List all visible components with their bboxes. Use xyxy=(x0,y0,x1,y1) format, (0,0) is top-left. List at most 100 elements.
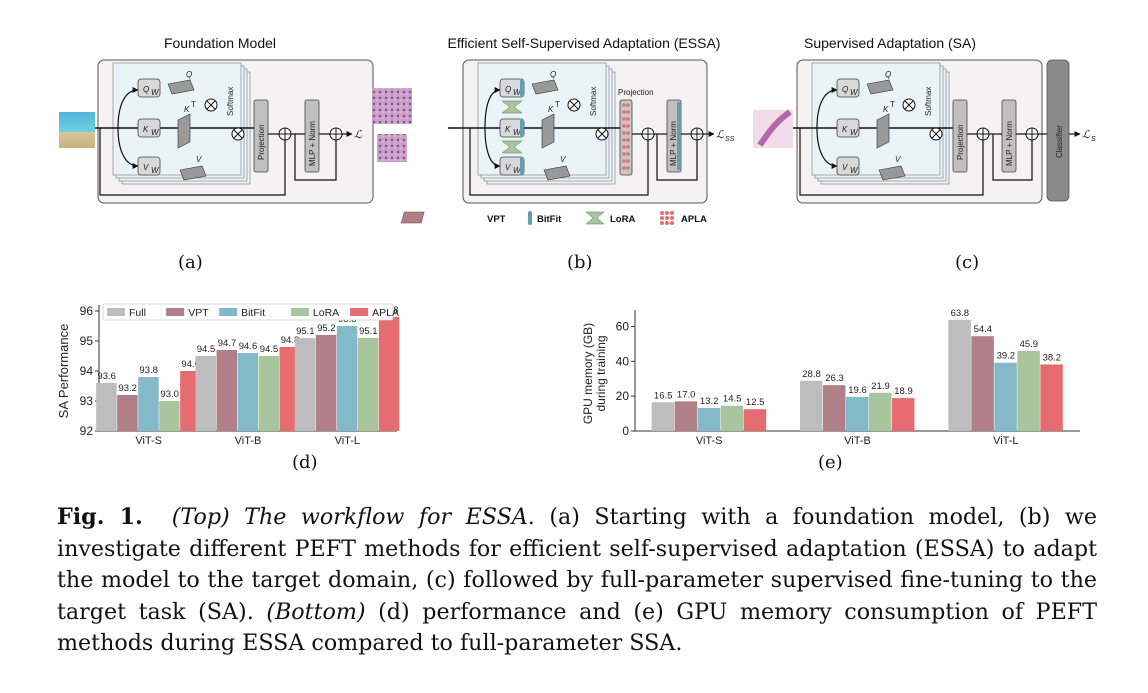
y-tick-label: 95 xyxy=(80,334,94,348)
x-tick-label: ViT-S xyxy=(135,435,162,446)
caption-top-label: (Top) The workflow for ESSA. xyxy=(171,504,535,530)
svg-text:W: W xyxy=(513,128,522,137)
bar-value-label: 95.1 xyxy=(359,326,378,337)
svg-text:Q: Q xyxy=(550,70,556,79)
bar xyxy=(869,392,892,431)
legend-label: VPT xyxy=(188,307,209,319)
bar xyxy=(336,326,358,431)
bar xyxy=(800,380,823,431)
svg-text:K: K xyxy=(548,105,554,114)
svg-text:T: T xyxy=(191,100,196,109)
bar-value-label: 54.4 xyxy=(974,324,993,335)
svg-text:W: W xyxy=(850,166,859,175)
bar xyxy=(159,401,180,431)
y-axis-label: during training xyxy=(594,335,608,411)
k-block xyxy=(137,118,161,138)
bar xyxy=(1040,364,1063,431)
bar-value-label: 93.8 xyxy=(139,365,158,376)
svg-text:Softmax: Softmax xyxy=(589,87,598,116)
bar-value-label: 14.5 xyxy=(723,394,742,405)
bar-value-label: 21.9 xyxy=(871,381,890,392)
bar xyxy=(994,362,1017,431)
vpt-icon xyxy=(400,211,425,224)
svg-text:Q: Q xyxy=(842,85,848,94)
label-c: (c) xyxy=(955,252,980,273)
svg-text:Projection: Projection xyxy=(956,124,965,160)
legend-bitfit: BitFit xyxy=(537,214,562,225)
svg-text:K: K xyxy=(184,105,190,114)
panel-a-title: Foundation Model xyxy=(163,35,277,51)
bar xyxy=(1017,351,1040,431)
svg-text:V: V xyxy=(143,163,149,172)
svg-text:W: W xyxy=(513,166,522,175)
projection-block xyxy=(952,99,968,173)
loss-b: ℒ xyxy=(716,129,725,141)
bar-value-label: 93.0 xyxy=(160,389,179,400)
svg-text:Projection: Projection xyxy=(257,124,266,160)
svg-text:V: V xyxy=(560,155,566,164)
bar-value-label: 26.3 xyxy=(825,373,844,384)
panel-c-title: Supervised Adaptation (SA) xyxy=(804,35,976,51)
projection-block xyxy=(253,99,269,173)
bitfit-marker xyxy=(520,158,524,174)
svg-text:MLP + Norm: MLP + Norm xyxy=(669,121,678,166)
svg-text:W: W xyxy=(850,88,859,97)
apla-icon xyxy=(660,211,674,225)
bar-value-label: 13.2 xyxy=(700,396,719,407)
svg-text:T: T xyxy=(555,100,560,109)
y-tick-label: 96 xyxy=(80,304,94,318)
legend-lora: LoRA xyxy=(610,214,635,225)
v-matrix: V xyxy=(878,155,906,181)
bar xyxy=(315,335,337,431)
bar-value-label: 39.2 xyxy=(997,351,1016,362)
bar-value-label: 12.5 xyxy=(746,397,765,408)
bar-value-label: 94.6 xyxy=(239,341,258,352)
bar xyxy=(237,353,258,431)
bar xyxy=(357,338,379,431)
legend-swatch xyxy=(107,308,125,316)
q-matrix: Q xyxy=(531,70,559,95)
bar-value-label: 93.2 xyxy=(118,383,136,394)
v-block xyxy=(137,156,161,176)
svg-text:SS: SS xyxy=(725,136,735,143)
v-block xyxy=(836,156,860,176)
figure-caption: Fig. 1. (Top) The workflow for ESSA. (a)… xyxy=(57,502,1097,660)
bar xyxy=(674,401,698,431)
y-axis-label: SA Performance xyxy=(56,324,71,419)
kt-matrix: KT xyxy=(876,100,895,149)
bar xyxy=(948,319,971,431)
projection-head-label: Projection xyxy=(618,88,654,97)
bar-value-label: 19.6 xyxy=(848,385,867,396)
x-tick-label: ViT-L xyxy=(335,435,360,446)
svg-text:Q: Q xyxy=(505,85,511,94)
bar xyxy=(195,356,216,431)
bar-value-label: 94.7 xyxy=(218,338,237,349)
bar xyxy=(258,356,279,431)
legend-label: Full xyxy=(129,307,146,319)
caption-bottom-label: (Bottom) xyxy=(266,598,366,625)
q-matrix: Q xyxy=(866,70,894,95)
bar xyxy=(96,383,117,431)
svg-text:W: W xyxy=(513,88,522,97)
bar xyxy=(117,395,138,431)
q-block xyxy=(137,78,161,98)
bar xyxy=(892,398,915,431)
x-tick-label: ViT-S xyxy=(696,435,723,446)
label-d: (d) xyxy=(292,452,318,473)
x-tick-label: ViT-B xyxy=(235,435,262,446)
bar xyxy=(697,408,721,431)
bar-value-label: 38.2 xyxy=(1043,352,1062,363)
legend-swatch xyxy=(219,308,238,316)
peft-legend: VPT BitFit LoRA APLA xyxy=(400,211,707,225)
svg-text:MLP + Norm: MLP + Norm xyxy=(308,121,317,166)
bar xyxy=(743,409,767,431)
tissue-image xyxy=(377,134,407,162)
kt-matrix: KT xyxy=(177,100,196,149)
v-matrix: V xyxy=(179,155,207,181)
bar xyxy=(651,402,675,431)
svg-text:Q: Q xyxy=(186,70,192,79)
bar-value-label: 94.0 xyxy=(181,359,200,370)
